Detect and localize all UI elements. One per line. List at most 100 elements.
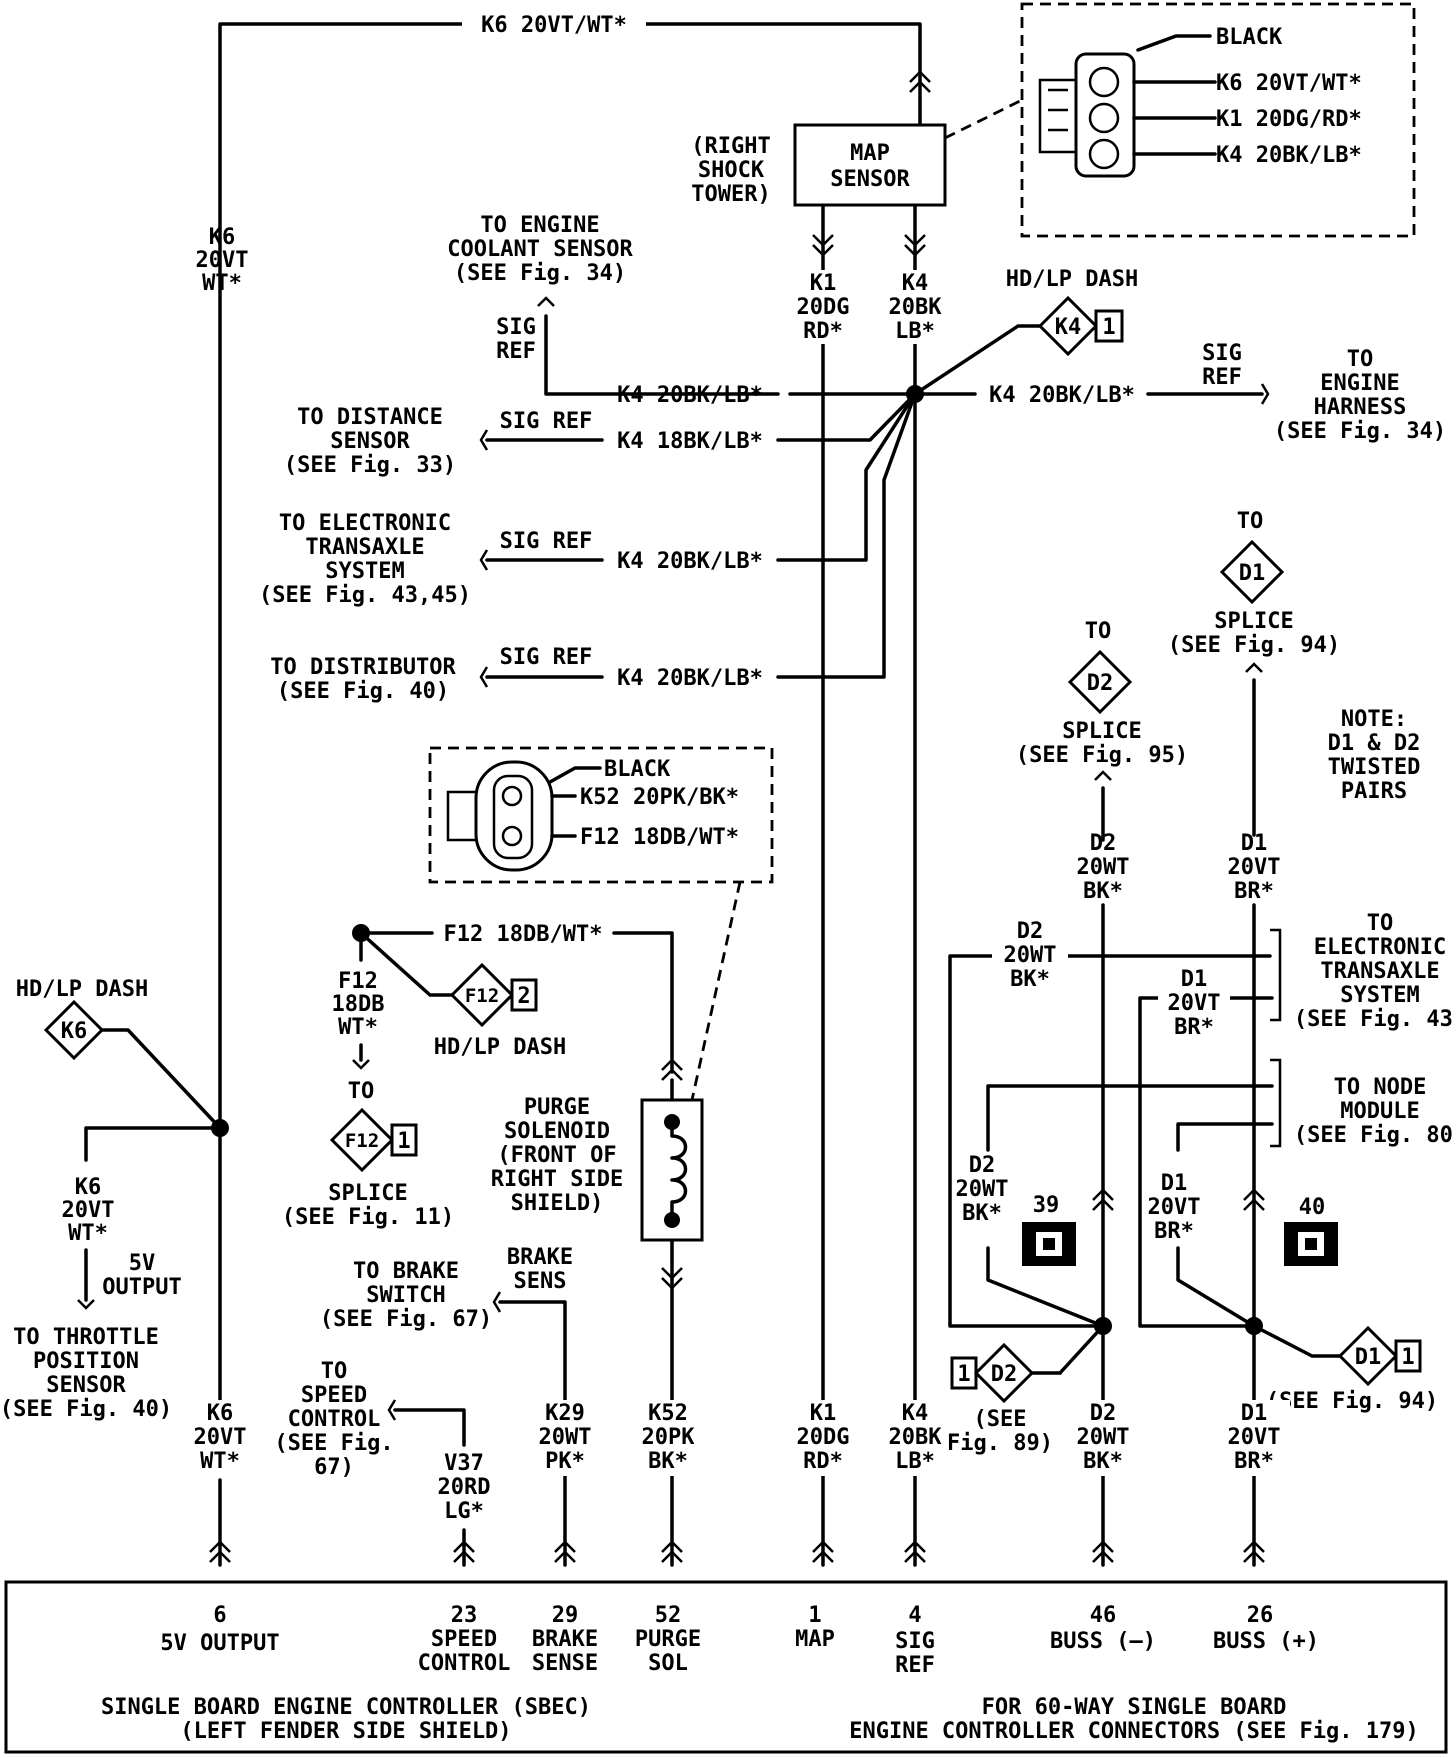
map-connector-leader bbox=[944, 98, 1023, 140]
svg-text:BK*: BK* bbox=[1083, 879, 1123, 904]
svg-text:D1: D1 bbox=[1241, 1401, 1268, 1426]
svg-text:V37: V37 bbox=[444, 1451, 484, 1476]
svg-text:SENSE: SENSE bbox=[532, 1651, 598, 1676]
d2-splice-connector: D2 bbox=[1067, 649, 1133, 715]
svg-text:D1: D1 bbox=[1161, 1171, 1188, 1196]
svg-text:SIG REF: SIG REF bbox=[500, 645, 593, 670]
speed-control-label: TO SPEED CONTROL (SEE Fig. 67) bbox=[274, 1359, 393, 1480]
svg-text:K4: K4 bbox=[902, 271, 929, 296]
svg-text:BRAKE: BRAKE bbox=[532, 1627, 598, 1652]
bottom-wire-k52: K52 20PK BK* bbox=[636, 1400, 708, 1476]
svg-text:REF: REF bbox=[496, 339, 536, 364]
wire-k4-distributor bbox=[485, 392, 917, 679]
splice-k6 bbox=[211, 1119, 229, 1137]
purge-connector-pin-2: F12 18DB/WT* bbox=[580, 825, 739, 850]
transaxle-d1-label: D1 20VT BR* bbox=[1158, 966, 1230, 1040]
f12-wire-label: F12 18DB/WT* bbox=[444, 922, 603, 947]
wire-k6-top bbox=[218, 22, 922, 1130]
map-sensor-name-1: MAP bbox=[850, 141, 890, 166]
map-k1-label: K1 20DG RD* bbox=[795, 270, 851, 344]
distributor-label: TO DISTRIBUTOR (SEE Fig. 40) SIG REF bbox=[270, 645, 592, 704]
svg-text:TRANSAXLE: TRANSAXLE bbox=[1320, 959, 1439, 984]
svg-text:(RIGHT: (RIGHT bbox=[691, 134, 770, 159]
svg-text:K4: K4 bbox=[1055, 315, 1082, 340]
svg-text:K6: K6 bbox=[207, 1401, 234, 1426]
svg-text:LB*: LB* bbox=[895, 319, 935, 344]
svg-text:20VT: 20VT bbox=[1168, 991, 1221, 1016]
svg-text:TO THROTTLE: TO THROTTLE bbox=[13, 1325, 159, 1350]
svg-text:29: 29 bbox=[552, 1603, 579, 1628]
svg-text:ENGINE CONTROLLER CONNECTORS (: ENGINE CONTROLLER CONNECTORS (SEE Fig. 1… bbox=[849, 1719, 1419, 1744]
brake-sens-label: BRAKE SENS bbox=[507, 1245, 573, 1294]
svg-text:SENS: SENS bbox=[514, 1269, 567, 1294]
svg-text:5V OUTPUT: 5V OUTPUT bbox=[160, 1631, 279, 1656]
svg-text:SOL: SOL bbox=[648, 1651, 688, 1676]
svg-text:20RD: 20RD bbox=[438, 1475, 491, 1500]
svg-text:(SEE Fig. 67): (SEE Fig. 67) bbox=[320, 1307, 492, 1332]
svg-text:PK*: PK* bbox=[545, 1449, 585, 1474]
bottom-wire-k4: K4 20BK LB* bbox=[882, 1400, 948, 1476]
bottom-wire-labels: K6 20VT WT* V37 20RD LG* K29 20WT PK* K5… bbox=[190, 1400, 1290, 1526]
bracket-harness bbox=[1260, 383, 1270, 405]
k6-dash-title: HD/LP DASH bbox=[16, 977, 148, 1002]
node-d2-label: D2 20WT BK* bbox=[956, 1153, 1009, 1226]
svg-text:TO DISTANCE: TO DISTANCE bbox=[297, 405, 443, 430]
svg-text:2: 2 bbox=[517, 984, 530, 1009]
svg-text:(LEFT FENDER SIDE SHIELD): (LEFT FENDER SIDE SHIELD) bbox=[180, 1719, 511, 1744]
svg-text:(SEE Fig.: (SEE Fig. bbox=[274, 1431, 393, 1456]
splice-d2 bbox=[1094, 1317, 1112, 1335]
svg-text:RD*: RD* bbox=[803, 319, 843, 344]
map-connector-pin-2: K1 20DG/RD* bbox=[1216, 107, 1362, 132]
purge-connector-color: BLACK bbox=[604, 757, 671, 782]
svg-text:Fig. 89): Fig. 89) bbox=[947, 1431, 1053, 1456]
svg-text:NOTE:: NOTE: bbox=[1341, 707, 1407, 732]
svg-text:20PK: 20PK bbox=[642, 1425, 696, 1450]
svg-text:(SEE Fig. 80): (SEE Fig. 80) bbox=[1294, 1123, 1456, 1148]
bracket-f12-splice bbox=[352, 1059, 370, 1070]
wires bbox=[84, 22, 1342, 1567]
purge-connector-frame bbox=[428, 746, 774, 884]
wire-d2-transaxle bbox=[948, 954, 1272, 1328]
d1-to-label: TO bbox=[1237, 509, 1264, 534]
map-connector-color: BLACK bbox=[1216, 25, 1283, 50]
wire-k4-distance bbox=[485, 392, 917, 442]
svg-text:D2: D2 bbox=[991, 1362, 1018, 1387]
wire-k4-coolant bbox=[544, 314, 917, 396]
d2-wire-label: D2 20WT BK* bbox=[1077, 831, 1130, 904]
distributor-wire: K4 20BK/LB* bbox=[617, 666, 763, 691]
d1-wire-label: D1 20VT BR* bbox=[1228, 831, 1281, 904]
purge-connector-leader bbox=[690, 881, 742, 1101]
svg-text:ELECTRONIC: ELECTRONIC bbox=[1314, 935, 1446, 960]
svg-text:4: 4 bbox=[908, 1603, 921, 1628]
svg-text:SPLICE: SPLICE bbox=[1062, 719, 1141, 744]
svg-text:COOLANT SENSOR: COOLANT SENSOR bbox=[447, 237, 633, 262]
d2-splice-label: SPLICE (SEE Fig. 95) bbox=[1016, 719, 1188, 768]
controller-box bbox=[4, 1580, 1448, 1754]
connector-chevrons bbox=[209, 70, 1265, 1563]
svg-text:SINGLE BOARD ENGINE CONTROLLER: SINGLE BOARD ENGINE CONTROLLER (SBEC) bbox=[101, 1695, 591, 1720]
svg-text:HARNESS: HARNESS bbox=[1314, 395, 1407, 420]
controller-connector-note: FOR 60-WAY SINGLE BOARD ENGINE CONTROLLE… bbox=[849, 1695, 1419, 1744]
svg-text:PAIRS: PAIRS bbox=[1341, 779, 1407, 804]
svg-text:PURGE: PURGE bbox=[524, 1095, 590, 1120]
transaxle-left-wire: K4 20BK/LB* bbox=[617, 549, 763, 574]
svg-text:67): 67) bbox=[314, 1455, 354, 1480]
wire-f12-dash bbox=[359, 931, 458, 997]
wire-d2-node bbox=[986, 1084, 1274, 1328]
svg-text:K6: K6 bbox=[209, 225, 236, 250]
terminal-40-icon bbox=[1284, 1222, 1338, 1266]
d1-splice-label: SPLICE (SEE Fig. 94) bbox=[1168, 609, 1340, 658]
terminal-40-label: 40 bbox=[1299, 1195, 1326, 1220]
svg-text:(SEE: (SEE bbox=[974, 1407, 1027, 1432]
map-sensor-name-2: SENSOR bbox=[830, 167, 910, 192]
svg-text:BK*: BK* bbox=[962, 1201, 1002, 1226]
throttle-output-label: 5V OUTPUT bbox=[102, 1251, 181, 1300]
f12-dash-connector: F12 2 bbox=[449, 962, 538, 1028]
transaxle-right-label: TO ELECTRONIC TRANSAXLE SYSTEM (SEE Fig.… bbox=[1294, 911, 1456, 1032]
svg-text:1: 1 bbox=[397, 1129, 410, 1154]
svg-text:20VT: 20VT bbox=[1228, 1425, 1281, 1450]
svg-text:20VT: 20VT bbox=[62, 1198, 115, 1223]
svg-text:WT*: WT* bbox=[202, 271, 242, 296]
svg-text:D2: D2 bbox=[1017, 919, 1044, 944]
svg-text:K1: K1 bbox=[810, 1401, 837, 1426]
